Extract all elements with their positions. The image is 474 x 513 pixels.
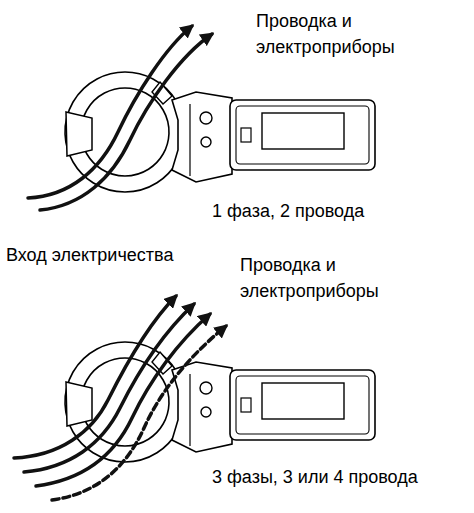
wire-bundle <box>28 26 212 210</box>
callout-label: Проводка и электроприборы <box>240 252 440 304</box>
callout-label: Вход электричества <box>6 242 176 268</box>
figure-caption: 3 фазы, 3 или 4 провода <box>212 464 467 490</box>
wire-bundle <box>14 296 226 500</box>
clamp-meter <box>65 342 375 462</box>
clamp-meter <box>65 72 375 192</box>
figure-caption: 1 фаза, 2 провода <box>212 198 462 224</box>
callout-label: Проводка и электроприборы <box>256 8 456 60</box>
